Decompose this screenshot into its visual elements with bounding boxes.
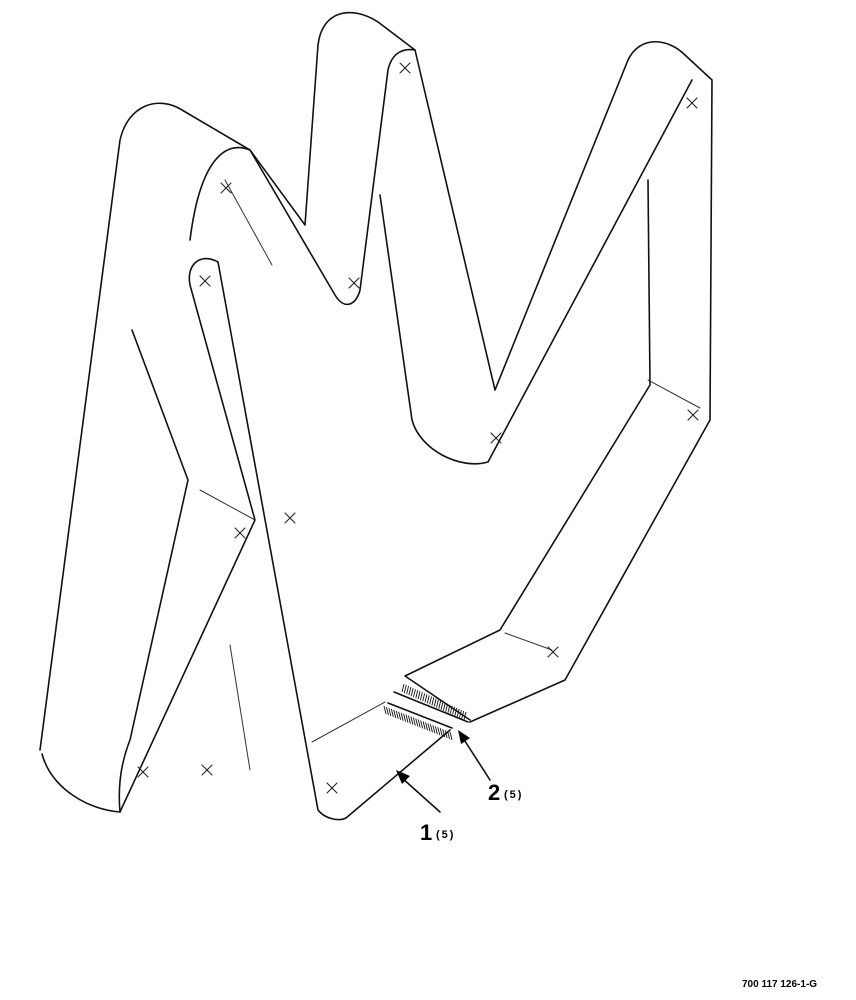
hatch-line: [452, 706, 455, 715]
hatch-line: [408, 687, 412, 696]
hatch-line: [429, 696, 432, 705]
hatch-line: [434, 726, 438, 735]
hatch-line: [432, 725, 436, 734]
hatch-line: [417, 691, 421, 700]
splice-hatch-upper: [401, 683, 467, 721]
belt-inner-edge: [41, 257, 451, 821]
hatch-line: [437, 727, 441, 736]
cross-mark: [137, 766, 149, 778]
hatch-line: [403, 684, 407, 694]
belt-face-rib-3: [404, 179, 651, 721]
belt-fold-line-1: [199, 489, 256, 521]
belt-fold-line-2: [647, 379, 701, 409]
belt-fold-line-6: [311, 701, 386, 743]
hatch-line: [424, 694, 428, 703]
hatch-line: [458, 709, 462, 719]
hatch-line: [426, 695, 430, 704]
mounting-cross-marks: [137, 62, 699, 794]
hatch-line: [447, 704, 451, 713]
hatch-line: [439, 728, 443, 737]
belt-outer-edge: [39, 11, 713, 751]
hatch-line: [393, 709, 397, 718]
hatch-line: [400, 712, 404, 721]
hatch-line: [456, 708, 460, 717]
cross-mark: [326, 782, 338, 794]
hatch-line: [442, 702, 446, 711]
hatch-line: [420, 720, 424, 729]
callout-arrow-1: [396, 770, 441, 813]
hatch-line: [406, 685, 410, 695]
hatch-line: [422, 693, 426, 702]
hatch-line: [438, 700, 442, 709]
hatch-line: [425, 722, 428, 731]
hatch-line: [408, 715, 411, 724]
hatch-line: [398, 711, 402, 720]
hatch-line: [422, 721, 426, 730]
hatch-line: [440, 701, 444, 710]
hatch-line: [417, 719, 421, 728]
hatch-line: [419, 692, 423, 701]
belt-fold-line-5: [229, 644, 251, 771]
hatch-line: [461, 710, 465, 720]
belt-face-left: [118, 329, 189, 813]
cross-mark: [547, 646, 559, 658]
hatch-line: [415, 690, 419, 699]
callout-arrow-2: [458, 730, 491, 781]
callout-2-number: 2: [488, 780, 500, 805]
hatch-line: [444, 729, 448, 739]
cross-mark: [220, 182, 232, 194]
cross-mark: [686, 97, 698, 109]
hatch-line: [390, 708, 394, 717]
hatch-line: [447, 730, 450, 740]
hatch-line: [436, 699, 439, 708]
cross-mark: [399, 62, 411, 74]
hatch-line: [415, 718, 419, 727]
callout-1-number: 1: [420, 820, 432, 845]
hatch-line: [410, 716, 414, 725]
hatch-line: [430, 724, 433, 733]
belt-face-rib-1: [189, 48, 416, 306]
splice-hatch-lower: [383, 705, 453, 741]
hatch-line: [427, 723, 431, 732]
figure-id: 700 117 126-1-G: [742, 979, 817, 990]
hatch-line: [388, 707, 392, 717]
hatch-line: [412, 717, 416, 726]
callout-1-quantity: (5): [436, 829, 455, 841]
hatch-line: [454, 707, 458, 716]
hatch-line: [445, 703, 449, 712]
belt-splice: [383, 683, 469, 741]
hatch-line: [405, 714, 409, 723]
hatch-line: [386, 706, 389, 716]
cross-mark: [234, 527, 246, 539]
hatch-line: [410, 688, 414, 697]
hatch-line: [383, 705, 387, 715]
belt-fold-line-4: [224, 179, 273, 266]
hatch-line: [449, 705, 453, 714]
cross-mark: [199, 275, 211, 287]
belt-face-rib-2: [379, 79, 693, 465]
hatch-line: [463, 711, 467, 721]
cross-mark: [348, 277, 360, 289]
hatch-line: [449, 731, 453, 741]
hatch-line: [413, 689, 416, 698]
hatch-line: [431, 697, 435, 706]
hatch-line: [401, 683, 405, 693]
hatch-line: [433, 698, 437, 707]
hatch-line: [395, 710, 399, 719]
cross-mark: [201, 764, 213, 776]
callout-2-quantity: (5): [504, 789, 523, 801]
belt-fold-line-3: [504, 632, 553, 651]
cross-mark: [490, 432, 502, 444]
cross-mark: [284, 512, 296, 524]
cross-mark: [687, 409, 699, 421]
hatch-line: [442, 729, 446, 738]
hatch-line: [403, 713, 406, 722]
